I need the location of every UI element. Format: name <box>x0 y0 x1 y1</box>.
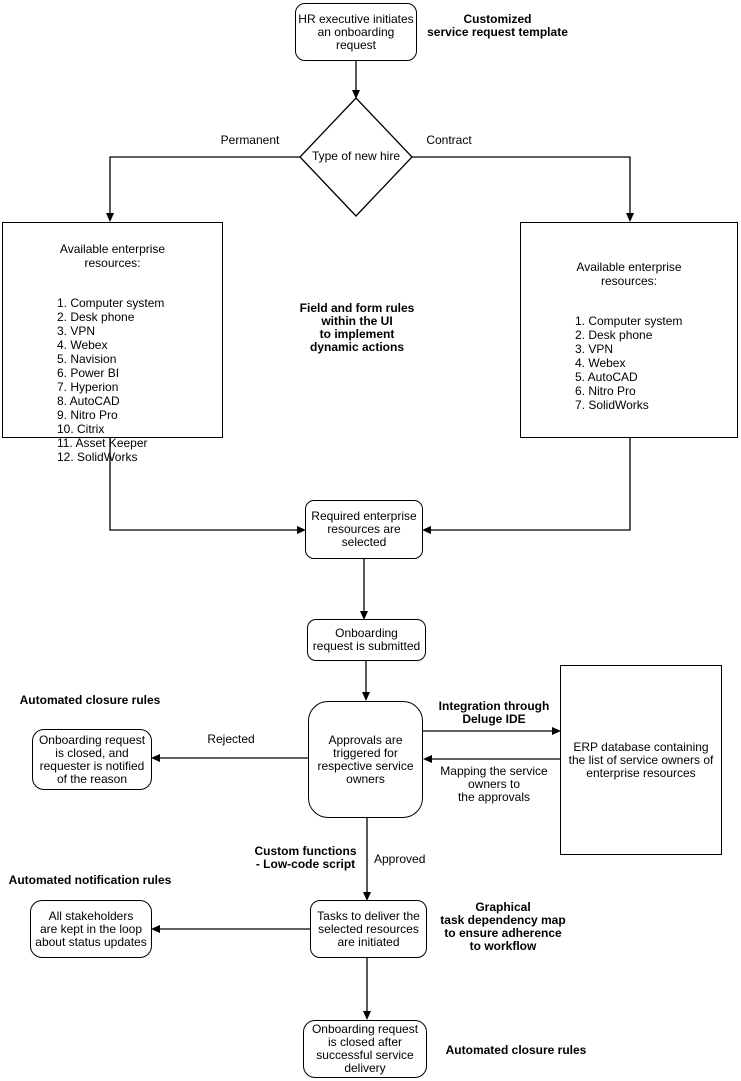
annotation-automated-notification: Automated notification rules <box>8 873 172 887</box>
annotation-task-dependency-map: Graphical task dependency map to ensure … <box>440 900 566 953</box>
edge-contract-branch <box>412 156 631 214</box>
arrowhead-down-icon <box>360 611 368 620</box>
node-decision-label: Type of new hire <box>311 149 401 163</box>
node-closed-success: Onboarding request is closed after succe… <box>303 1020 427 1078</box>
edge-rightlist-to-required <box>431 438 631 531</box>
annotation-custom-functions: Custom functions - Low-code script <box>254 844 357 871</box>
edge-label-rejected: Rejected <box>207 732 255 746</box>
list-items: 1. Computer system 2. Desk phone 3. VPN … <box>575 314 683 412</box>
edge-label-mapping: Mapping the service owners to the approv… <box>440 764 548 804</box>
node-contract-resources: Available enterprise resources: 1. Compu… <box>520 222 738 438</box>
arrowhead-down-icon <box>362 692 370 701</box>
edge-label-approved: Approved <box>374 852 426 866</box>
node-closed-rejected: Onboarding request is closed, and reques… <box>32 729 152 790</box>
node-approvals: Approvals are triggered for respective s… <box>308 701 423 818</box>
arrowhead-down-icon <box>106 213 114 222</box>
arrowhead-left-icon <box>151 925 160 933</box>
node-start: HR executive initiates an onboarding req… <box>295 3 417 61</box>
list-title: Available enterprise resources: <box>59 242 166 270</box>
arrowhead-down-icon <box>363 1011 371 1020</box>
arrowhead-left-icon <box>151 754 160 762</box>
list-title: Available enterprise resources: <box>576 260 682 288</box>
arrowhead-down-icon <box>352 90 360 99</box>
arrowhead-right-icon <box>552 727 561 735</box>
annotation-automated-closure-top: Automated closure rules <box>19 693 161 707</box>
decision-diamond <box>299 97 413 217</box>
annotation-field-form-rules: Field and form rules within the UI to im… <box>299 301 415 354</box>
edge-label-contract: Contract <box>426 133 472 147</box>
node-stakeholders-loop: All stakeholders are kept in the loop ab… <box>30 900 152 958</box>
edge-leftlist-to-required <box>109 438 297 531</box>
edge-label-integration: Integration through Deluge IDE <box>438 699 550 726</box>
arrowhead-left-icon <box>423 755 432 763</box>
node-tasks-initiated: Tasks to deliver the selected resources … <box>310 900 427 958</box>
arrowhead-right-icon <box>297 526 306 534</box>
edge-label-permanent: Permanent <box>220 133 280 147</box>
edge-permanent-branch <box>109 156 300 214</box>
annotation-customized-template: Customized service request template <box>427 12 568 39</box>
annotation-automated-closure-bottom: Automated closure rules <box>445 1043 587 1057</box>
node-erp-database: ERP database containing the list of serv… <box>560 665 722 855</box>
node-permanent-resources: Available enterprise resources: 1. Compu… <box>2 222 223 464</box>
node-required-selected: Required enterprise resources are select… <box>305 500 423 559</box>
arrowhead-down-icon <box>363 892 371 901</box>
arrowhead-down-icon <box>626 213 634 222</box>
node-request-submitted: Onboarding request is submitted <box>307 619 426 661</box>
arrowhead-left-icon <box>422 526 431 534</box>
list-items: 1. Computer system 2. Desk phone 3. VPN … <box>57 296 165 464</box>
